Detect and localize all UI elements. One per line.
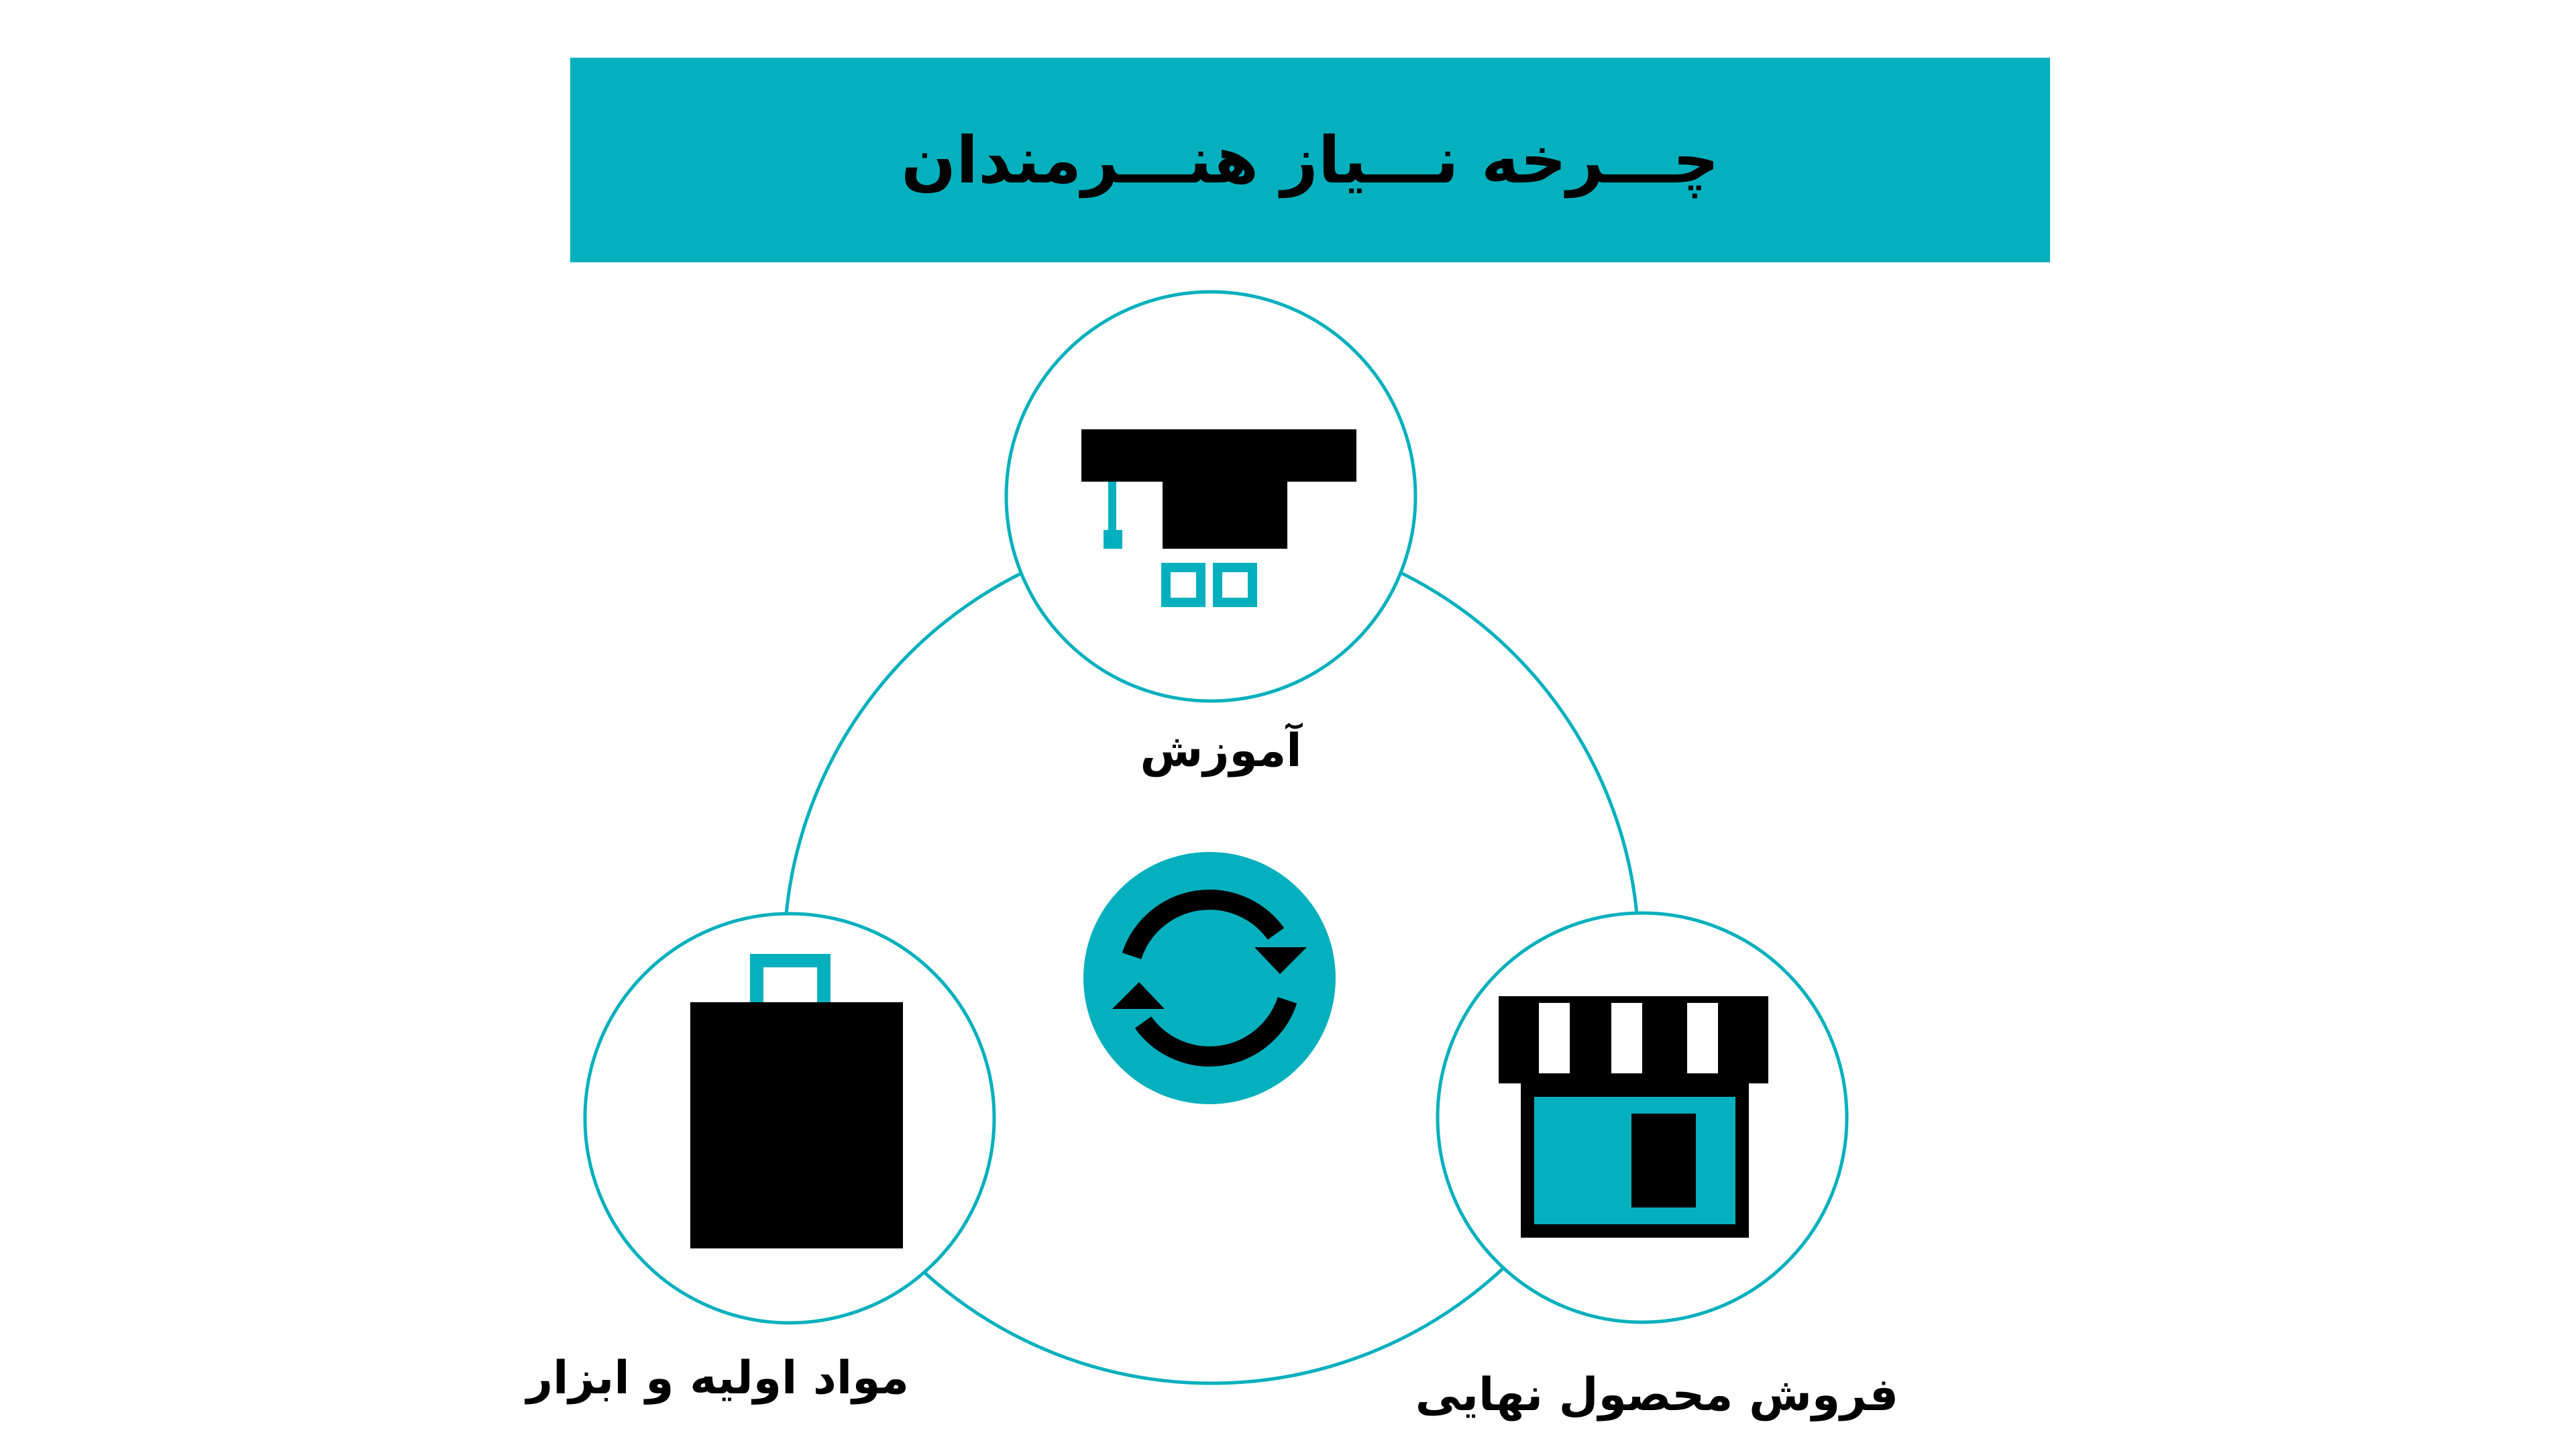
node-education — [1004, 290, 1417, 703]
center-cycle — [1083, 852, 1336, 1104]
graduation-cap-icon — [1081, 429, 1356, 607]
node-sales — [1436, 911, 1849, 1324]
shopping-bag-icon — [690, 954, 903, 1248]
cycle-arrows-icon — [1112, 890, 1307, 1067]
storefront-icon — [1499, 996, 1768, 1238]
node-label-education: آموزش — [1140, 724, 1302, 777]
node-materials — [583, 912, 996, 1325]
node-label-materials: مواد اولیه و ابزار — [527, 1352, 909, 1405]
title-banner: چـــرخه نـــیاز هنـــرمندان — [570, 58, 2050, 262]
node-label-sales: فروش محصول نهایی — [1415, 1368, 1898, 1421]
diagram-title: چـــرخه نـــیاز هنـــرمندان — [901, 122, 1719, 198]
